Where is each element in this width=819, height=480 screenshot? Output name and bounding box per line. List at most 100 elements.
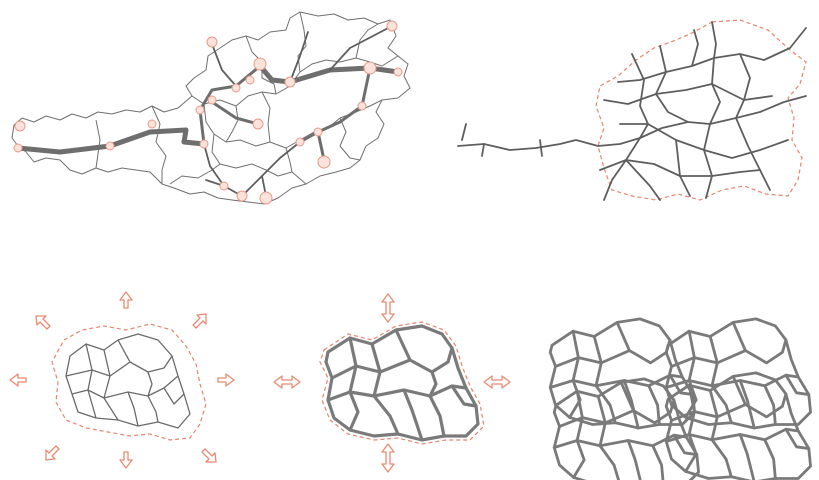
- cell-edge: [147, 395, 159, 423]
- cell-edge: [85, 343, 97, 419]
- tiled-cells-panel: [548, 317, 812, 480]
- city-node: [236, 190, 248, 202]
- region-border: [169, 163, 221, 185]
- highway: [198, 64, 262, 146]
- city-node: [206, 36, 218, 48]
- city-node: [253, 57, 267, 71]
- arrow-right-icon: [217, 373, 235, 387]
- city-node: [259, 191, 273, 205]
- cell-edge: [450, 384, 478, 408]
- city-nodes: [13, 20, 403, 205]
- road: [599, 159, 661, 201]
- city-node: [207, 95, 217, 105]
- city-node: [393, 67, 403, 77]
- road: [457, 137, 641, 151]
- tile: [664, 317, 812, 430]
- cell-edge: [428, 370, 438, 398]
- city-node: [147, 119, 157, 129]
- city-node: [357, 101, 367, 111]
- road: [625, 159, 761, 177]
- city-node: [363, 61, 377, 75]
- road: [603, 53, 649, 201]
- city-node: [195, 105, 205, 115]
- road: [289, 31, 309, 83]
- region-border: [95, 119, 101, 169]
- cell-edge: [103, 349, 119, 421]
- city-node: [386, 20, 398, 32]
- double-arrow-vertical-icon: [381, 443, 395, 473]
- tile: [548, 317, 696, 430]
- main-highway: [257, 63, 401, 85]
- cell-edge: [330, 358, 412, 380]
- dashed-boundary: [595, 19, 807, 201]
- cell-edge: [326, 384, 468, 402]
- stretched-boundary: [319, 321, 485, 445]
- city-node: [219, 181, 229, 191]
- road: [481, 143, 485, 157]
- road: [203, 143, 225, 187]
- road: [539, 139, 543, 157]
- cell-edge: [370, 342, 400, 436]
- cell-edge: [71, 375, 179, 399]
- double-arrow-horizontal-icon: [483, 375, 511, 389]
- region-border: [339, 117, 361, 161]
- cell-edge: [163, 387, 185, 405]
- country-border: [11, 11, 411, 205]
- arrow-up-icon: [119, 291, 133, 309]
- arrow-up-right-icon: [192, 313, 207, 329]
- expanding-cell-panel: [9, 291, 235, 469]
- cell-edge: [348, 336, 360, 432]
- city-node: [199, 139, 209, 149]
- city-node: [313, 127, 323, 137]
- city-node: [14, 120, 26, 132]
- city-node: [252, 118, 264, 130]
- road: [735, 53, 771, 191]
- main-highway: [15, 127, 207, 155]
- highway: [298, 66, 372, 144]
- road: [603, 83, 773, 105]
- city-node: [295, 137, 305, 147]
- road: [461, 123, 467, 141]
- cell-edge: [117, 339, 173, 373]
- stretched-cell-panel: [273, 293, 511, 473]
- tile: [664, 371, 812, 480]
- road: [639, 95, 807, 139]
- cell-edge: [402, 388, 424, 442]
- road: [675, 139, 691, 197]
- city-node: [105, 141, 115, 151]
- cell-edge: [428, 394, 446, 438]
- road: [329, 25, 393, 71]
- region-border: [225, 105, 239, 143]
- road: [619, 123, 789, 159]
- cell-edge: [147, 371, 153, 397]
- city-node: [284, 76, 296, 88]
- tile: [552, 377, 700, 480]
- highway: [210, 100, 260, 126]
- city-node: [13, 143, 23, 153]
- double-arrow-vertical-icon: [381, 293, 395, 323]
- road: [655, 45, 689, 123]
- region-border: [203, 99, 383, 149]
- arrow-up-left-icon: [35, 315, 51, 330]
- region-border: [355, 23, 379, 59]
- road: [763, 27, 807, 61]
- highway: [316, 130, 326, 162]
- region-border: [261, 91, 271, 143]
- cell-edge: [65, 361, 131, 377]
- road: [703, 21, 721, 199]
- city-node: [231, 83, 241, 93]
- expansion-boundary: [51, 323, 207, 441]
- country-road-network-panel: [11, 11, 411, 205]
- arrow-down-right-icon: [201, 448, 217, 463]
- road: [691, 29, 699, 67]
- double-arrow-horizontal-icon: [273, 375, 301, 389]
- city-node: [245, 75, 255, 85]
- cell-edge: [127, 391, 139, 427]
- region-border: [211, 133, 307, 185]
- region-border: [151, 105, 167, 184]
- arrow-down-icon: [119, 451, 133, 469]
- arrow-left-icon: [9, 373, 27, 387]
- stretched-cell-outline: [324, 324, 480, 442]
- arrow-down-left-icon: [45, 445, 60, 461]
